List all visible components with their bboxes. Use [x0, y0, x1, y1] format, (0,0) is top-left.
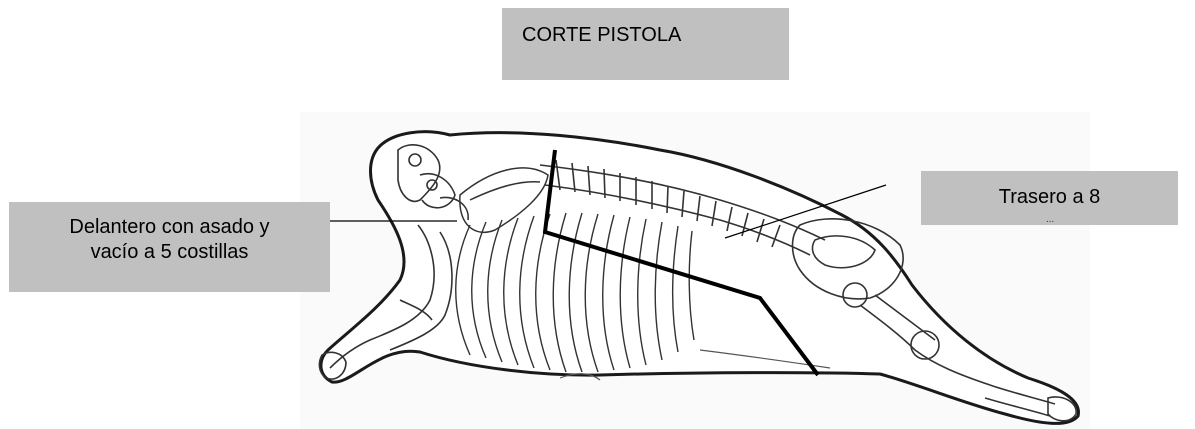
- rear-quarter-label-text: Trasero a 8: [999, 186, 1101, 208]
- rear-quarter-label: Trasero a 8 ...: [921, 171, 1178, 225]
- front-quarter-label: Delantero con asado y vacío a 5 costilla…: [9, 202, 330, 292]
- title-label: CORTE PISTOLA: [502, 8, 789, 80]
- front-quarter-label-line1: Delantero con asado y: [9, 215, 330, 240]
- rear-quarter-label-truncated-text: ...: [1046, 215, 1054, 225]
- title-text: CORTE PISTOLA: [522, 24, 681, 46]
- front-quarter-label-line2: vacío a 5 costillas: [9, 240, 330, 265]
